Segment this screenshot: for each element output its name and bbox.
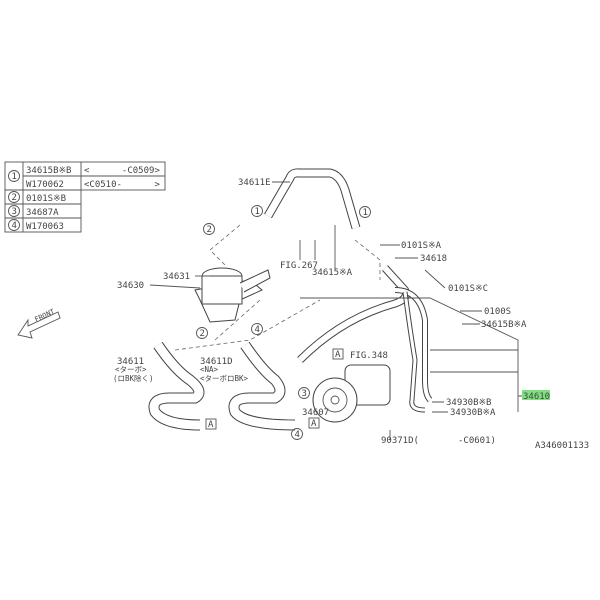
callout-4: 4 (291, 428, 303, 440)
diagram-id: A346001133 (535, 441, 589, 451)
callout-4: 4 (251, 323, 263, 335)
hose-34611D (228, 341, 296, 431)
callout-2: 2 (203, 223, 215, 235)
leader-lines (149, 181, 522, 440)
part-note: (ロBK除く) (113, 373, 154, 383)
callout-1: 1 (359, 206, 371, 218)
svg-text:1: 1 (363, 208, 368, 218)
legend-num: 1 (12, 172, 17, 182)
part-note: <ターボ> (115, 365, 147, 374)
legend-part[interactable]: W170062 (26, 180, 64, 190)
fig-267-link[interactable]: FIG.267 (280, 261, 318, 271)
part-label-34930bb[interactable]: 34930B※B (446, 398, 491, 408)
callout-3: 3 (298, 387, 310, 399)
svg-text:2: 2 (200, 329, 205, 339)
callout-2: 2 (196, 327, 208, 339)
svg-text:4: 4 (255, 325, 260, 335)
svg-text:A: A (335, 350, 341, 360)
power-steering-pump (312, 364, 391, 423)
legend-num: 4 (12, 221, 17, 231)
part-note: <NA> (200, 365, 219, 374)
ref-box-a: A (205, 418, 217, 430)
legend-part[interactable]: 0101S※B (26, 194, 66, 204)
fig-348-link[interactable]: FIG.348 (350, 351, 388, 361)
part-label-34607[interactable]: 34607 (302, 408, 329, 418)
svg-text:3: 3 (302, 389, 307, 399)
part-label-90371d[interactable]: 90371D( (381, 436, 419, 446)
part-label-0100s[interactable]: 0100S (484, 307, 511, 317)
ref-box-a: A (332, 348, 344, 360)
svg-text:2: 2 (207, 225, 212, 235)
part-label-34630[interactable]: 34630 (117, 281, 144, 291)
part-label-34611e[interactable]: 34611E (238, 178, 271, 188)
part-label-34610[interactable]: 34610 (523, 392, 550, 402)
svg-text:A: A (208, 420, 214, 430)
part-label-0101sc[interactable]: 0101S※C (448, 284, 488, 294)
part-label-34611d[interactable]: 34611D (200, 357, 233, 367)
part-label-34618[interactable]: 34618 (420, 254, 447, 264)
legend-part[interactable]: 34615B※B (26, 166, 71, 176)
legend-table: 1 2 3 4 34615B※B < -C0509> W170062 <C051… (4, 161, 166, 233)
front-arrow-icon: FRONT (17, 307, 61, 339)
legend-note: < -C0509> (84, 166, 160, 176)
part-label-34611[interactable]: 34611 (117, 357, 144, 367)
reservoir-34630 (194, 267, 271, 323)
part-label-34615a[interactable]: 34615※A (312, 268, 353, 278)
part-label-34930ba[interactable]: 34930B※A (450, 408, 496, 418)
callout-1: 1 (251, 205, 263, 217)
date-note: -C0601) (458, 436, 496, 446)
part-label-34631[interactable]: 34631 (163, 272, 190, 282)
hose-34611E (264, 168, 361, 230)
part-label-0101sa[interactable]: 0101S※A (401, 241, 442, 251)
hose-34611 (148, 341, 205, 431)
part-label-34615ba[interactable]: 34615B※A (481, 320, 527, 330)
legend-part[interactable]: W170063 (26, 222, 64, 232)
svg-text:A: A (311, 419, 317, 429)
legend-num: 3 (12, 207, 17, 217)
legend-num: 2 (12, 193, 17, 203)
pressure-hose-34610 (297, 265, 433, 413)
svg-text:4: 4 (295, 430, 300, 440)
legend-note: <C0510- > (84, 180, 160, 190)
part-note: <ターボロBK> (200, 374, 249, 383)
highlight-34610 (522, 390, 550, 400)
svg-text:1: 1 (255, 207, 260, 217)
legend-part[interactable]: 34687A (26, 208, 59, 218)
ref-box-a: A (308, 417, 320, 429)
